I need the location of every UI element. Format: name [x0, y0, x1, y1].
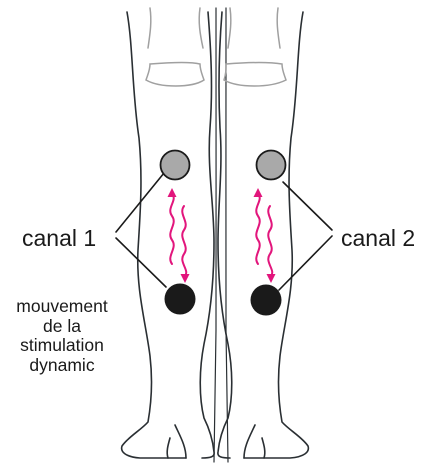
- channel-2-leader-bottom: [279, 236, 332, 290]
- wavy-up-arrow-icon: [170, 194, 173, 264]
- caption-line: mouvement: [0, 297, 124, 317]
- right-kneecap-outline: [224, 63, 286, 87]
- left-lower-electrode: [165, 284, 196, 315]
- left-upper-electrode: [161, 151, 190, 180]
- left-heel-line: [167, 438, 170, 458]
- caption-line: stimulation: [0, 336, 124, 356]
- left-knee-contour-top: [148, 8, 203, 48]
- right-leg-seam-line: [226, 8, 228, 462]
- arrowhead-down-left: [181, 274, 190, 283]
- left-leg-inner-contour: [200, 12, 214, 458]
- right-lower-electrode: [251, 285, 282, 316]
- caption-line: dynamic: [0, 356, 124, 376]
- right-upper-electrode: [257, 151, 286, 180]
- arrowhead-up-right: [254, 188, 263, 197]
- channel-2-label: canal 2: [341, 225, 415, 252]
- left-kneecap-outline: [146, 63, 204, 87]
- right-heel-line: [262, 438, 265, 458]
- right-leg-outer-contour: [244, 12, 308, 458]
- arrowhead-down-right: [267, 274, 276, 283]
- right-ankle-line: [244, 425, 255, 458]
- channel-1-label: canal 1: [22, 225, 96, 252]
- left-ankle-line: [175, 425, 186, 458]
- wavy-up-arrow-icon: [256, 194, 259, 264]
- channel-1-leader-bottom: [116, 238, 166, 287]
- caption-line: de la: [0, 317, 124, 337]
- right-knee-contour-top: [228, 8, 280, 48]
- left-leg-outer-contour: [122, 12, 186, 458]
- arrowhead-up-left: [168, 188, 177, 197]
- wavy-down-arrow-icon: [268, 206, 272, 276]
- dynamic-stimulation-caption: mouvement de la stimulation dynamic: [0, 297, 124, 375]
- wavy-down-arrow-icon: [182, 206, 186, 276]
